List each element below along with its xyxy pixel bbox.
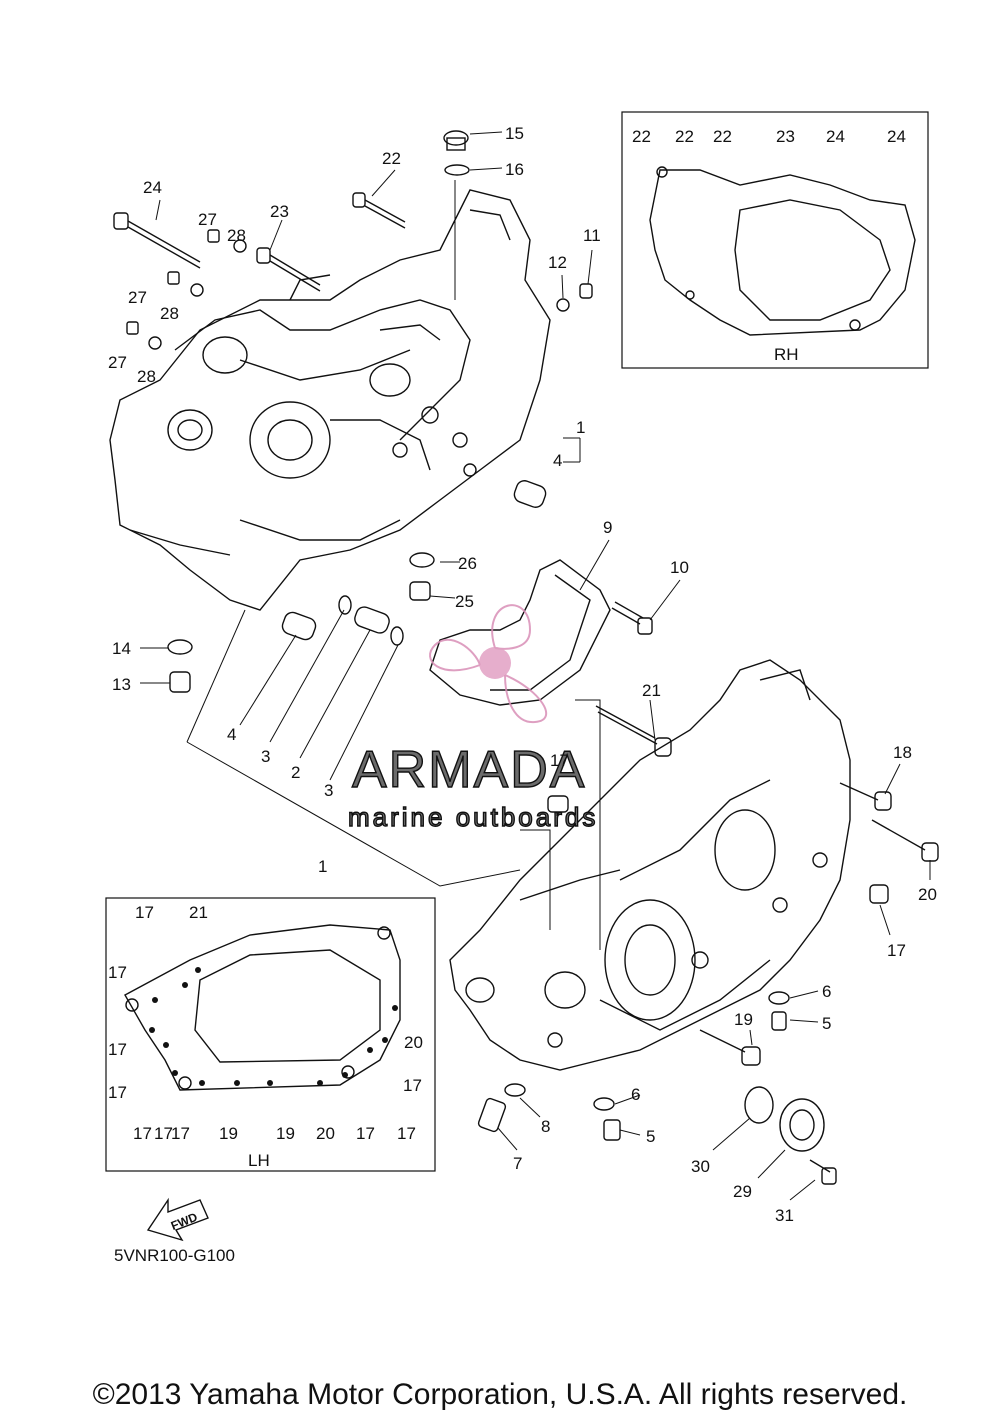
label-19: 19 [734,1010,753,1029]
lh-label-17d: 17 [108,1083,127,1102]
label-21: 21 [642,681,661,700]
label-29: 29 [733,1182,752,1201]
label-13: 13 [112,675,131,694]
label-12: 12 [548,253,567,272]
lh-label-17e: 17 [133,1124,152,1143]
lh-label-17c: 17 [108,1040,127,1059]
lh-label-20a: 20 [404,1033,423,1052]
lh-label-17b: 17 [108,963,127,982]
label-1-upper: 1 [576,418,585,437]
label-3b: 3 [324,781,333,800]
label-27c: 27 [108,353,127,372]
rh-label-22b: 22 [675,127,694,146]
copyright-footer: ©2013 Yamaha Motor Corporation, U.S.A. A… [92,1378,908,1411]
label-27: 27 [198,210,217,229]
label-26: 26 [458,554,477,573]
oil-baffle [429,559,611,706]
rh-label-22a: 22 [632,127,651,146]
armada-logo [429,604,548,724]
label-18: 18 [893,743,912,762]
rh-label-23: 23 [776,127,795,146]
rh-box-title: RH [774,345,799,364]
watermark-title: ARMADA [352,741,586,799]
label-25: 25 [455,592,474,611]
lh-label-19b: 19 [276,1124,295,1143]
diagram-code: 5VNR100-G100 [114,1246,235,1265]
lh-label-19a: 19 [219,1124,238,1143]
label-8: 8 [541,1117,550,1136]
lh-label-17i: 17 [356,1124,375,1143]
label-27b: 27 [128,288,147,307]
lh-label-17h: 17 [397,1124,416,1143]
watermark-subtitle: marine outboards [348,802,598,832]
label-4-upper: 4 [553,451,562,470]
label-24: 24 [143,178,162,197]
label-5-lower: 5 [646,1127,655,1146]
rh-label-24b: 24 [887,127,906,146]
label-15: 15 [505,124,524,143]
lh-box-title: LH [248,1151,270,1170]
leader-lines [140,131,931,1201]
label-10: 10 [670,558,689,577]
label-28c: 28 [137,367,156,386]
lh-label-17j: 17 [154,1124,173,1143]
label-23: 23 [270,202,289,221]
upper-crankcase-half [109,189,551,611]
label-16: 16 [505,160,524,179]
label-31: 31 [775,1206,794,1225]
label-22: 22 [382,149,401,168]
lh-detail-box [105,897,436,1172]
label-6-lower: 6 [631,1085,640,1104]
label-4-lower: 4 [227,725,236,744]
label-28b: 28 [160,304,179,323]
rh-label-22c: 22 [713,127,732,146]
label-11: 11 [583,226,601,245]
label-17-mid: 17 [550,751,569,770]
lower-crankcase-half [449,659,851,1071]
fasteners [113,130,939,1185]
lh-label-20b: 20 [316,1124,335,1143]
label-6-right: 6 [822,982,831,1001]
label-2: 2 [291,763,300,782]
lh-label-17a: 17 [135,903,154,922]
label-5-right: 5 [822,1014,831,1033]
lh-label-21: 21 [189,903,208,922]
label-7: 7 [513,1154,522,1173]
lh-label-17f: 17 [403,1076,422,1095]
label-17-right: 17 [887,941,906,960]
label-14: 14 [112,639,131,658]
rh-label-24a: 24 [826,127,845,146]
fwd-label: FWD [169,1210,200,1233]
fwd-arrow [146,1197,209,1242]
label-28: 28 [227,226,246,245]
label-3a: 3 [261,747,270,766]
label-1-lower: 1 [318,857,327,876]
lh-label-17g: 17 [171,1124,190,1143]
rh-detail-box [621,111,929,369]
label-9: 9 [603,518,612,537]
label-30: 30 [691,1157,710,1176]
label-20: 20 [918,885,937,904]
